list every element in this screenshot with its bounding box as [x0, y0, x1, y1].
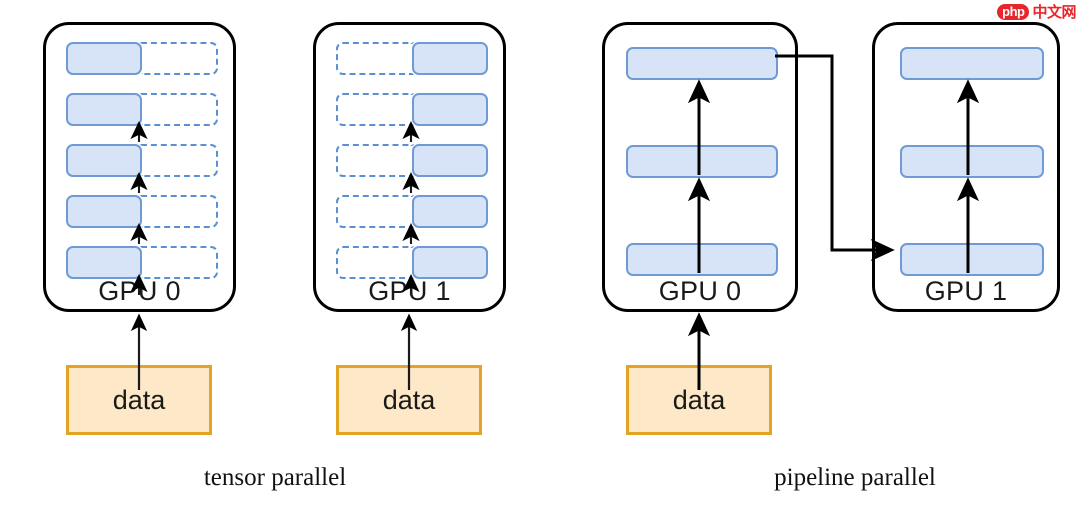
watermark: php 中文网 [997, 1, 1076, 22]
tensor-gpu0-layer-1-shard [66, 93, 142, 126]
tensor-gpu0-layer-0-ghost [140, 42, 218, 75]
tensor-gpu0-layer-2-ghost [140, 144, 218, 177]
tensor-gpu1-layer-1-shard [412, 93, 488, 126]
watermark-text: 中文网 [1032, 4, 1076, 21]
pipeline-gpu1-label: GPU 1 [924, 276, 1008, 306]
pipeline-gpu1-layer-0 [900, 47, 1044, 80]
tensor-gpu1-layer-0-shard [412, 42, 488, 75]
pipeline-gpu0-label: GPU 0 [658, 276, 742, 306]
tensor-gpu1-layer-3-ghost [336, 195, 414, 228]
pipeline-gpu0-layer-1 [626, 145, 778, 178]
tensor-gpu0-label: GPU 0 [98, 276, 181, 306]
tensor-data-block-0-label: data [112, 384, 166, 415]
pipeline-gpu1-layer-1 [900, 145, 1044, 178]
pipeline-gpu0-layer-2 [626, 243, 778, 276]
tensor-gpu1-container[interactable]: GPU 1 [313, 22, 506, 312]
tensor-data-block-1[interactable]: data [336, 365, 482, 435]
pipeline-parallel-caption: pipeline parallel [774, 464, 936, 491]
tensor-gpu1-layer-2-shard [412, 144, 488, 177]
tensor-gpu1-layer-4-shard [412, 246, 488, 279]
tensor-data-block-1-label: data [382, 384, 436, 415]
pipeline-data-block-0-label: data [672, 384, 726, 415]
tensor-gpu1-layer-1-ghost [336, 93, 414, 126]
tensor-parallel-caption: tensor parallel [203, 464, 347, 491]
tensor-gpu0-layer-3-ghost [140, 195, 218, 228]
pipeline-gpu1-layer-2 [900, 243, 1044, 276]
tensor-gpu1-layer-3-shard [412, 195, 488, 228]
tensor-gpu0-layer-2-shard [66, 144, 142, 177]
tensor-gpu0-layer-3-shard [66, 195, 142, 228]
tensor-gpu0-layer-4-ghost [140, 246, 218, 279]
tensor-gpu0-layer-1-ghost [140, 93, 218, 126]
pipeline-gpu0-container[interactable]: GPU 0 [602, 22, 798, 312]
pipeline-gpu1-container[interactable]: GPU 1 [872, 22, 1060, 312]
pipeline-gpu0-layer-0 [626, 47, 778, 80]
tensor-gpu1-layer-2-ghost [336, 144, 414, 177]
watermark-badge: php [997, 3, 1030, 20]
tensor-gpu1-label: GPU 1 [368, 276, 451, 306]
tensor-gpu0-layer-4-shard [66, 246, 142, 279]
tensor-data-block-0[interactable]: data [66, 365, 212, 435]
tensor-gpu1-layer-4-ghost [336, 246, 414, 279]
pipeline-data-block-0[interactable]: data [626, 365, 772, 435]
tensor-gpu0-container[interactable]: GPU 0 [43, 22, 236, 312]
tensor-gpu1-layer-0-ghost [336, 42, 414, 75]
tensor-gpu0-layer-0-shard [66, 42, 142, 75]
